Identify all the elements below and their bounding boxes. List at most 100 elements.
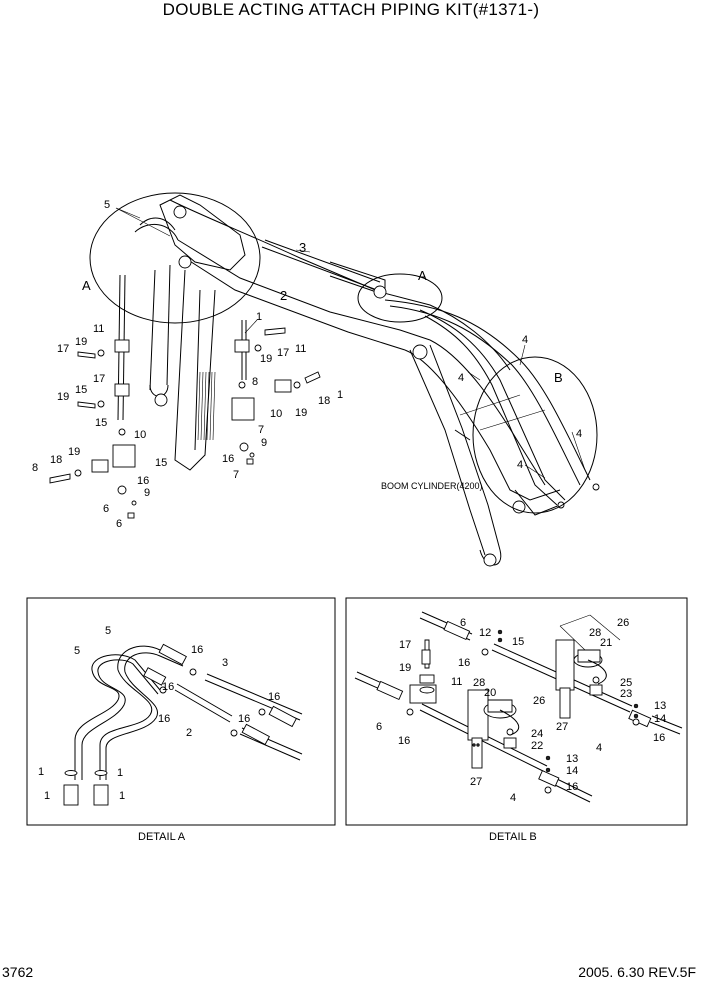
callout: 17 — [57, 343, 69, 355]
callout: 19 — [75, 336, 87, 348]
main-fittings — [49, 327, 600, 519]
callout: 19 — [57, 391, 69, 403]
callout: 1 — [38, 766, 44, 778]
callout: 13 — [654, 700, 666, 712]
callout: 12 — [479, 627, 491, 639]
callout: 28 — [473, 677, 485, 689]
detail-a-drawing — [63, 643, 303, 806]
callout: 16 — [191, 644, 203, 656]
callout: 4 — [517, 459, 523, 471]
callout: 15 — [512, 636, 524, 648]
callout: 4 — [458, 372, 464, 384]
detail-a-frame — [26, 597, 336, 826]
callout: 1 — [117, 767, 123, 779]
callout: 6 — [376, 721, 382, 733]
detail-a-caption: DETAIL A — [138, 831, 186, 843]
callout: 17 — [93, 373, 105, 385]
callout: 19 — [295, 407, 307, 419]
detail-markers: A A B — [82, 268, 563, 385]
callout: 15 — [155, 457, 167, 469]
callout: 16 — [238, 713, 250, 725]
callout: 8 — [32, 462, 38, 474]
callout: 3 — [299, 240, 306, 255]
callout: 16 — [458, 657, 470, 669]
callout: 4 — [576, 428, 582, 440]
callout: 11 — [93, 323, 104, 335]
callout: 6 — [116, 518, 122, 530]
callout: 4 — [522, 334, 528, 346]
callout: 18 — [318, 395, 330, 407]
callout: 20 — [484, 687, 496, 699]
callout: 1 — [337, 389, 343, 401]
callout: 16 — [566, 781, 578, 793]
callout: 17 — [277, 347, 289, 359]
callout: 5 — [104, 199, 110, 211]
callout: 9 — [144, 487, 150, 499]
callout: 9 — [261, 437, 267, 449]
detail-b-drawing — [354, 611, 683, 803]
callout: 27 — [556, 721, 568, 733]
detail-a-callouts: 5 5 16 3 16 16 2 16 16 1 1 1 1 — [38, 625, 280, 802]
callout: 16 — [137, 475, 149, 487]
callout: 19 — [260, 353, 272, 365]
callout: 10 — [134, 429, 146, 441]
callout: 18 — [50, 454, 62, 466]
detail-b-caption: DETAIL B — [489, 831, 537, 843]
callout: 26 — [617, 617, 629, 629]
callout: 21 — [600, 637, 612, 649]
callout: 4 — [510, 792, 516, 804]
callout: 15 — [75, 384, 87, 396]
callout: 7 — [258, 424, 264, 436]
callout: 16 — [158, 713, 170, 725]
callout: 2 — [280, 288, 287, 303]
callout: 17 — [399, 639, 411, 651]
callout: 1 — [119, 790, 125, 802]
detail-b-leaders — [559, 614, 621, 651]
callout: 23 — [620, 688, 632, 700]
detail-b-frame — [345, 597, 688, 826]
callout: 25 — [620, 677, 632, 689]
callout: 3 — [222, 657, 228, 669]
revision-date: 2005. 6.30 REV.5F — [578, 964, 696, 980]
callout: 7 — [233, 469, 239, 481]
main-callouts: 5 3 2 1 11 17 19 19 17 11 17 19 15 8 10 … — [32, 199, 582, 530]
callout: 16 — [398, 735, 410, 747]
callout: 16 — [222, 453, 234, 465]
callout: 5 — [105, 625, 111, 637]
callout: 22 — [531, 740, 543, 752]
callout: 1 — [256, 311, 262, 323]
callout: 19 — [399, 662, 411, 674]
callout: 1 — [44, 790, 50, 802]
page-title: DOUBLE ACTING ATTACH PIPING KIT(#1371-) — [162, 0, 540, 19]
boom-cylinder-label: BOOM CYLINDER(4200) — [381, 481, 483, 491]
callout: 16 — [653, 732, 665, 744]
leader-lines — [115, 207, 586, 479]
callout: 16 — [268, 691, 280, 703]
callout: 27 — [470, 776, 482, 788]
page-number: 3762 — [2, 964, 34, 980]
boom-assembly — [149, 194, 561, 567]
callout: 13 — [566, 753, 578, 765]
callout: 15 — [95, 417, 107, 429]
callout: 28 — [589, 627, 601, 639]
callout: 11 — [451, 676, 462, 688]
callout: 14 — [566, 765, 578, 777]
detail-circles — [89, 192, 598, 514]
callout: 4 — [596, 742, 602, 754]
callout: 6 — [460, 617, 466, 629]
callout: 19 — [68, 446, 80, 458]
callout: 5 — [74, 645, 80, 657]
callout: 2 — [186, 727, 192, 739]
detail-b-callouts: 6 12 15 26 28 21 17 16 19 28 11 20 26 25… — [376, 617, 666, 804]
callout: 26 — [533, 695, 545, 707]
detail-marker-b: B — [554, 370, 563, 385]
callout: 14 — [654, 713, 666, 725]
callout: 11 — [295, 343, 306, 355]
detail-marker-a: A — [82, 278, 91, 293]
callout: 16 — [162, 681, 174, 693]
detail-marker-a: A — [418, 268, 427, 283]
callout: 8 — [252, 376, 258, 388]
callout: 6 — [103, 503, 109, 515]
callout: 24 — [531, 728, 543, 740]
